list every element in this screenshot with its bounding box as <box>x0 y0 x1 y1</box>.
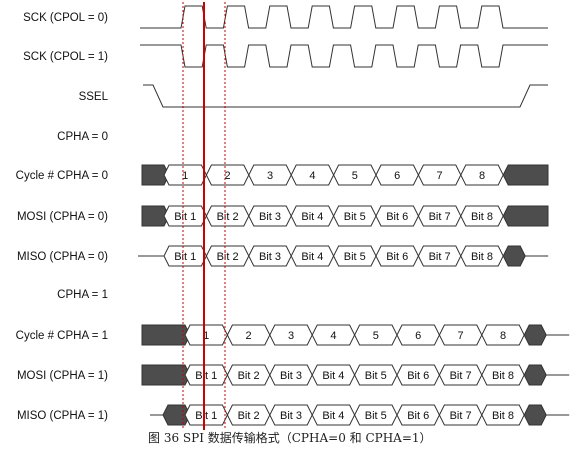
cell-label: 5 <box>373 330 379 342</box>
trail-blob <box>523 364 547 386</box>
label-ssel: SSEL <box>79 91 109 103</box>
cell-label: Bit 3 <box>280 370 302 382</box>
cell-label: Bit 8 <box>471 251 493 263</box>
label-sck-cpol0: SCK (CPOL = 0) <box>23 12 108 24</box>
wave-cycle-cpha0: 1 2 3 4 5 6 7 8 <box>141 164 549 186</box>
cell-label: 1 <box>182 170 188 182</box>
trail-blob <box>523 404 547 426</box>
wave-mosi-cpha1: Bit 1 Bit 2 Bit 3 Bit 4 Bit 5 Bit 6 Bit 7 Bit 8 <box>141 364 570 386</box>
cell-label: 3 <box>288 330 294 342</box>
cell-label: 8 <box>500 330 506 342</box>
cell-label: 6 <box>415 330 421 342</box>
wave-sck-cpol0 <box>140 5 548 29</box>
cell-label: Bit 4 <box>301 251 323 263</box>
label-heading-cpha0: CPHA = 0 <box>57 131 108 143</box>
cell-label: Bit 5 <box>344 251 366 263</box>
cell-label: Bit 2 <box>217 211 239 223</box>
cell-label: Bit 1 <box>174 211 196 223</box>
cell-label: Bit 5 <box>365 410 387 422</box>
wave-sck-cpol1 <box>140 44 548 68</box>
cell-label: 2 <box>225 170 231 182</box>
cell-label: Bit 4 <box>322 370 344 382</box>
cell-label: Bit 7 <box>429 251 451 263</box>
cell-label: Bit 8 <box>471 211 493 223</box>
cell-label: Bit 2 <box>217 251 239 263</box>
cell-label: 5 <box>352 170 358 182</box>
cell-label: 3 <box>267 170 273 182</box>
cell-label: Bit 6 <box>407 410 429 422</box>
cell-label: Bit 5 <box>344 211 366 223</box>
cell-label: Bit 3 <box>259 211 281 223</box>
cell-label: Bit 3 <box>259 251 281 263</box>
label-sck-cpol1: SCK (CPOL = 1) <box>23 51 108 63</box>
label-mosi-cpha0: MOSI (CPHA = 0) <box>17 211 108 223</box>
clock-trace <box>140 44 548 68</box>
cell-label: 8 <box>479 170 485 182</box>
cell-label: 1 <box>203 330 209 342</box>
wave-cycle-cpha1: 1 2 3 4 5 6 7 8 <box>141 324 570 346</box>
trail-blob <box>502 245 526 267</box>
cell-label: Bit 4 <box>322 410 344 422</box>
cell-label: Bit 6 <box>386 251 408 263</box>
ssel-trace <box>143 84 548 108</box>
cell-label: 2 <box>246 330 252 342</box>
cell-label: Bit 8 <box>492 370 514 382</box>
label-miso-cpha1: MISO (CPHA = 1) <box>17 410 108 422</box>
wave-miso-cpha0: Bit 1 Bit 2 Bit 3 Bit 4 Bit 5 Bit 6 Bit 7 Bit 8 <box>138 245 549 267</box>
cell-label: Bit 3 <box>280 410 302 422</box>
cell-label: 4 <box>330 330 336 342</box>
cell-label: 7 <box>437 170 443 182</box>
label-cycle-cpha1: Cycle # CPHA = 1 <box>16 330 108 342</box>
trail-fill <box>502 164 549 186</box>
cell-label: Bit 2 <box>238 410 260 422</box>
cell-label: Bit 5 <box>365 370 387 382</box>
trail-fill <box>502 205 549 227</box>
cell-label: 7 <box>458 330 464 342</box>
cell-label: Bit 7 <box>450 370 472 382</box>
cell-label: Bit 6 <box>386 211 408 223</box>
cell-label: Bit 1 <box>174 251 196 263</box>
cell-label: Bit 1 <box>195 410 217 422</box>
cell-label: Bit 8 <box>492 410 514 422</box>
cell-label: Bit 7 <box>429 211 451 223</box>
label-cycle-cpha0: Cycle # CPHA = 0 <box>16 170 108 182</box>
cell-label: 4 <box>309 170 315 182</box>
timing-markers <box>182 2 226 430</box>
figure-caption: 图 36 SPI 数据传输格式（CPHA=0 和 CPHA=1） <box>148 430 432 445</box>
cell-label: Bit 7 <box>450 410 472 422</box>
trail-blob <box>523 324 547 346</box>
signal-labels: SCK (CPOL = 0) SCK (CPOL = 1) SSEL CPHA = 0… <box>16 12 109 422</box>
cell-label: Bit 6 <box>407 370 429 382</box>
label-mosi-cpha1: MOSI (CPHA = 1) <box>17 370 108 382</box>
cell-label: 6 <box>394 170 400 182</box>
cell-label: Bit 4 <box>301 211 323 223</box>
label-heading-cpha1: CPHA = 1 <box>57 289 108 301</box>
cell-label: Bit 2 <box>238 370 260 382</box>
wave-miso-cpha1: Bit 1 Bit 2 Bit 3 Bit 4 Bit 5 Bit 6 Bit 7 Bit 8 <box>150 404 570 426</box>
label-miso-cpha0: MISO (CPHA = 0) <box>17 251 108 263</box>
cell-label: Bit 1 <box>195 370 217 382</box>
wave-ssel <box>143 84 548 108</box>
clock-trace <box>140 5 548 29</box>
wave-mosi-cpha0: Bit 1 Bit 2 Bit 3 Bit 4 Bit 5 Bit 6 Bit 7 Bit 8 <box>141 205 549 227</box>
